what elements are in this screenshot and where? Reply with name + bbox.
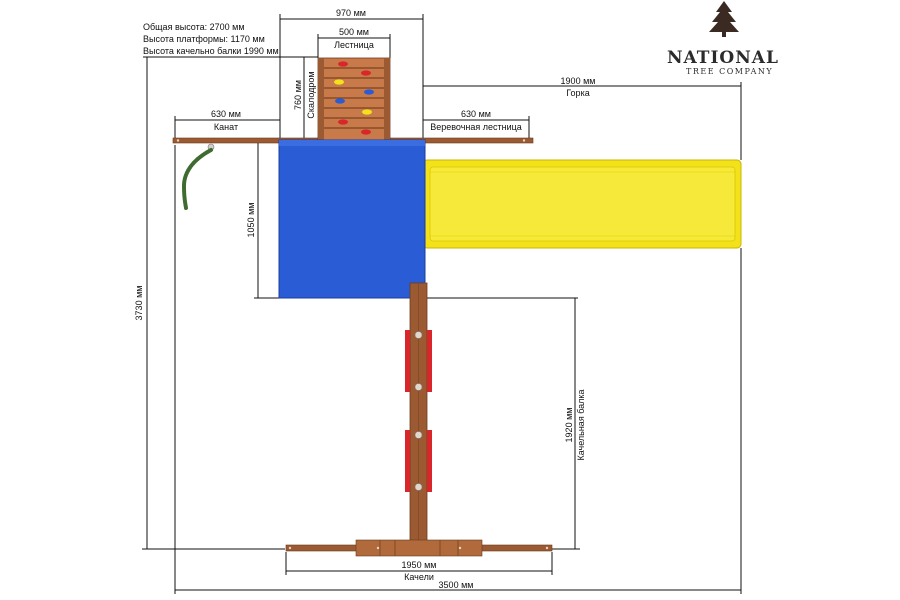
- platform-roof: [278, 139, 426, 299]
- dim-slide-label: Горка: [566, 88, 589, 98]
- spec-total-height: Общая высота: 2700 мм: [143, 22, 245, 32]
- dim-rope-label: Канат: [214, 122, 238, 132]
- climbing-holds: [334, 61, 374, 135]
- dim-total-depth: 3730 мм: [134, 57, 285, 550]
- dim-top-width-label: 970 мм: [336, 8, 366, 18]
- dim-total-depth-label: 3730 мм: [134, 286, 144, 321]
- dim-ladder-width-label: 500 мм: [339, 27, 369, 37]
- brand-logo: NATIONAL TREE COMPANY: [667, 1, 779, 76]
- swing-seat-2: [405, 430, 432, 492]
- dim-ladder-label: Лестница: [334, 40, 374, 50]
- dim-platform-depth-label: 1050 мм: [246, 203, 256, 238]
- dim-rope-ladder-label: Веревочная лестница: [430, 122, 522, 132]
- dim-ladder: 500 мм Лестница: [317, 27, 391, 58]
- dim-slide-length-label: 1900 мм: [561, 76, 596, 86]
- dim-beam: 1920 мм Качельная балка: [427, 297, 586, 550]
- brand-name: NATIONAL: [667, 48, 779, 68]
- dim-top-width: 970 мм: [279, 8, 424, 140]
- spec-block: Общая высота: 2700 мм Высота платформы: …: [143, 22, 279, 56]
- dim-wall: 760 мм Скалодром: [293, 57, 316, 140]
- dim-swings-label: Качели: [404, 572, 434, 582]
- dim-swing-width-label: 1950 мм: [402, 560, 437, 570]
- brand-subtitle: TREE COMPANY: [686, 67, 773, 76]
- dim-wall-height-label: 760 мм: [293, 80, 303, 110]
- dim-slide: 1900 мм Горка: [423, 76, 742, 160]
- dim-rope-length-label: 630 мм: [211, 109, 241, 119]
- dim-swings: 1950 мм Качели: [285, 552, 553, 582]
- climbing-wall-ladder: [317, 57, 391, 141]
- swing-a-frame: [285, 539, 553, 557]
- dim-total-width-label: 3500 мм: [439, 580, 474, 590]
- spec-beam-height: Высота качельно балки 1990 мм: [143, 46, 279, 56]
- climbing-rope: [181, 143, 215, 210]
- dim-beam-length-label: 1920 мм: [564, 408, 574, 443]
- spec-platform-height: Высота платформы: 1170 мм: [143, 34, 265, 44]
- dim-rope-ladder: 630 мм Веревочная лестница: [423, 109, 530, 140]
- swing-seat-1: [405, 330, 432, 392]
- dim-beam-label: Качельная балка: [576, 389, 586, 460]
- dim-wall-label: Скалодром: [306, 71, 316, 118]
- slide: [422, 159, 742, 249]
- swing-beam: [405, 282, 432, 546]
- dim-rope: 630 мм Канат: [174, 109, 280, 140]
- dim-platform-depth: 1050 мм: [246, 143, 280, 299]
- dim-rope-ladder-length-label: 630 мм: [461, 109, 491, 119]
- dim-total-width: 3500 мм: [174, 145, 742, 594]
- tree-icon: [709, 1, 739, 37]
